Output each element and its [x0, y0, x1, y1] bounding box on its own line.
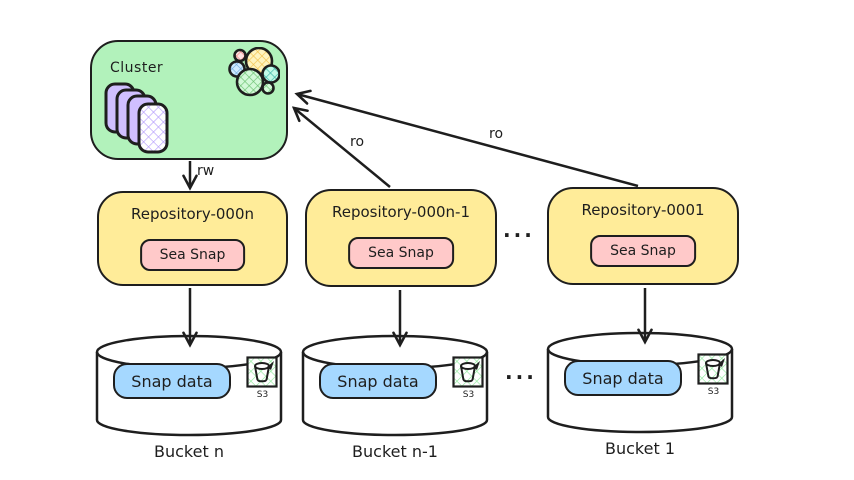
arrow-rw-label: rw — [197, 163, 214, 179]
arrow-ro-right-label: ro — [489, 126, 503, 142]
cluster-label: Cluster — [110, 60, 164, 76]
repository-node-000n-1: Repository-000n-1 Sea Snap — [305, 189, 497, 287]
sea-snap-badge: Sea Snap — [139, 239, 246, 271]
s3-icon: S3 — [452, 356, 484, 400]
repository-title: Repository-000n-1 — [331, 203, 470, 221]
node-stack-icon — [104, 82, 169, 154]
repositories-ellipsis: ... — [503, 218, 535, 242]
s3-icon: S3 — [697, 353, 729, 397]
bucket-node-1: Snap data S3 Bucket 1 — [544, 327, 736, 480]
repository-title: Repository-000n — [130, 205, 255, 223]
snap-data-box: Snap data — [113, 363, 231, 399]
bucket-node-n-1: Snap data S3 Bucket n-1 — [299, 330, 491, 480]
bucket-node-n: Snap data S3 Bucket n — [93, 330, 285, 480]
arrow-ro-mid — [294, 108, 391, 188]
bucket-caption: Bucket n-1 — [352, 442, 438, 461]
snap-data-box: Snap data — [319, 363, 437, 399]
bucket-caption: Bucket 1 — [605, 439, 675, 458]
s3-icon-label: S3 — [463, 390, 474, 400]
buckets-ellipsis: ... — [505, 360, 537, 384]
snap-data-box: Snap data — [564, 360, 682, 396]
s3-icon-label: S3 — [708, 387, 719, 397]
arrow-ro-right — [297, 94, 639, 188]
bucket-caption: Bucket n — [154, 442, 224, 461]
s3-icon-label: S3 — [257, 390, 268, 400]
repository-node-000n: Repository-000n Sea Snap — [97, 191, 288, 286]
cylinder-shape — [546, 331, 734, 434]
repository-title: Repository-0001 — [581, 201, 705, 219]
sea-snap-badge: Sea Snap — [590, 235, 696, 267]
arrow-ro-mid-label: ro — [350, 134, 364, 150]
elasticsearch-cluster-icon — [228, 47, 280, 97]
s3-icon: S3 — [246, 356, 278, 400]
sea-snap-badge: Sea Snap — [348, 237, 454, 269]
cluster-node: Cluster — [90, 40, 288, 160]
repository-node-0001: Repository-0001 Sea Snap — [547, 187, 739, 285]
